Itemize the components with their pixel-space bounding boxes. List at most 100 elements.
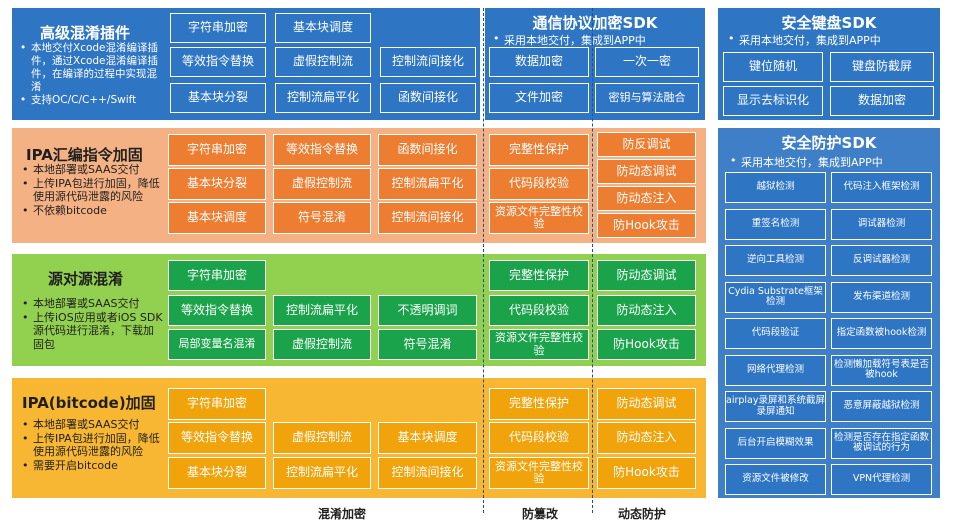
ipa-bitcode-bullets: 本地部署或SAAS交付 上传IPA包进行加固，降低使用源代码泄露的风险 需要开启…	[22, 418, 164, 472]
bullet: 本地部署或SAAS交付	[22, 418, 164, 432]
protect-sdk-cell: 检测懒加载符号表是否被hook	[831, 354, 932, 386]
protect-sdk-cell: 调试器检测	[831, 208, 932, 240]
keyboard-cell-deidentify: 显示去标识化	[723, 86, 823, 116]
orange-dyn-anti-debug: 防反调试	[597, 132, 696, 157]
orange-tamper-resource-check: 资源文件完整性校验	[489, 202, 589, 234]
green-cell-local-var: 局部变量名混淆	[168, 329, 266, 360]
comm-sdk-subtitle: 采用本地交付，集成到APP中	[493, 32, 646, 48]
green-cell-flow-flatten: 控制流扁平化	[273, 295, 371, 326]
orange-tamper-code-check: 代码段校验	[489, 168, 589, 200]
bullet: 需要开启bitcode	[22, 459, 164, 473]
blue-cell-fake-flow: 虚假控制流	[275, 47, 371, 77]
orange-dyn-anti-dyn-debug: 防动态调试	[597, 159, 696, 184]
keyboard-cell-anti-screenshot: 键盘防截屏	[830, 52, 934, 82]
gold-cell-equiv-instr: 等效指令替换	[168, 422, 266, 454]
ipa-asm-bullets: 本地部署或SAAS交付 上传IPA包进行加固，降低使用源代码泄露的风险 不依赖b…	[22, 163, 164, 217]
blue-cell-block-split: 基本块分裂	[170, 83, 266, 113]
protect-sdk-subtitle: 采用本地交付，集成到APP中	[730, 154, 883, 170]
keyboard-cell-data-encrypt: 数据加密	[830, 86, 934, 116]
orange-cell-fake-flow: 虚假控制流	[273, 168, 371, 200]
blue-cell-equiv-instr: 等效指令替换	[170, 47, 266, 77]
gold-dyn-anti-dyn-debug: 防动态调试	[597, 388, 696, 420]
divider-dynamic	[592, 8, 593, 513]
orange-cell-func-indirect: 函数间接化	[378, 134, 477, 166]
protect-sdk-cell: 后台开启模糊效果	[725, 427, 826, 459]
green-dyn-anti-dyn-debug: 防动态调试	[597, 260, 696, 291]
gold-cell-flow-flatten: 控制流扁平化	[273, 457, 371, 489]
green-tamper-resource-check: 资源文件完整性校验	[489, 329, 589, 360]
gold-dyn-anti-inject: 防动态注入	[597, 422, 696, 454]
blue-cell-block-schedule: 基本块调度	[275, 13, 371, 43]
protect-sdk-cell: 指定函数被hook检测	[831, 318, 932, 349]
gold-tamper-resource-check: 资源文件完整性校验	[489, 457, 589, 489]
protect-sdk-cell: 网络代理检测	[725, 354, 826, 386]
orange-dyn-anti-hook: 防Hook攻击	[597, 213, 696, 238]
protect-sdk-title: 安全防护SDK	[781, 134, 877, 152]
protect-sdk-cell: 重签名检测	[725, 208, 826, 240]
keyboard-sdk-subtitle: 采用本地交付，集成到APP中	[728, 32, 881, 48]
blue-cell-string-encrypt: 字符串加密	[170, 13, 266, 43]
gold-cell-string-encrypt: 字符串加密	[168, 388, 266, 420]
protect-sdk-cell: 代码段验证	[725, 318, 826, 349]
orange-cell-equiv-instr: 等效指令替换	[273, 134, 371, 166]
bullet: 上传IPA包进行加固，降低使用源代码泄露的风险	[22, 177, 164, 204]
gold-cell-fake-flow: 虚假控制流	[273, 422, 371, 454]
footer-obfuscation: 混淆加密	[318, 507, 367, 521]
protect-sdk-cell: 检测是否存在指定函数被调试的行为	[831, 427, 932, 459]
divider-tamper	[483, 8, 484, 513]
advanced-obfuscation-title: 高级混淆插件	[40, 24, 131, 42]
comm-cell-one-time-key: 一次一密	[595, 47, 699, 77]
source-obf-title: 源对源混淆	[48, 270, 124, 288]
comm-cell-file-encrypt: 文件加密	[489, 83, 589, 113]
gold-cell-block-split: 基本块分裂	[168, 457, 266, 489]
protect-sdk-cell: 越狱检测	[725, 172, 826, 203]
protect-sdk-cell: airplay录屏和系统截屏录屏通知	[725, 391, 826, 422]
green-cell-fake-flow: 虚假控制流	[273, 329, 371, 360]
comm-cell-data-encrypt: 数据加密	[489, 47, 589, 77]
bullet: 上传IPA包进行加固，降低使用源代码泄露的风险	[22, 432, 164, 459]
blue-cell-func-indirect: 函数间接化	[380, 83, 476, 113]
green-cell-opaque: 不透明调词	[378, 295, 477, 326]
protect-sdk-cell: 逆向工具检测	[725, 245, 826, 276]
gold-cell-flow-indirect: 控制流间接化	[378, 457, 477, 489]
green-cell-equiv-instr: 等效指令替换	[168, 295, 266, 326]
protect-sdk-cell: Cydia Substrate框架检测	[725, 281, 826, 313]
blue-cell-flow-flatten: 控制流扁平化	[275, 83, 371, 113]
gold-dyn-anti-hook: 防Hook攻击	[597, 457, 696, 489]
orange-dyn-anti-inject: 防动态注入	[597, 186, 696, 211]
comm-cell-key-algo: 密钥与算法融合	[595, 83, 699, 113]
green-cell-string-encrypt: 字符串加密	[168, 260, 266, 291]
protect-sdk-cell: 资源文件被修改	[725, 464, 826, 495]
green-tamper-code-check: 代码段校验	[489, 295, 589, 326]
orange-cell-block-schedule: 基本块调度	[168, 202, 266, 234]
gold-cell-block-schedule: 基本块调度	[378, 422, 477, 454]
ipa-bitcode-title: IPA(bitcode)加固	[22, 394, 156, 412]
bullet: 支持OC/C/C++/Swift	[20, 94, 162, 107]
ipa-asm-title: IPA汇编指令加固	[26, 146, 143, 164]
bullet: 本地部署或SAAS交付	[22, 163, 164, 177]
advanced-obfuscation-bullets: 本地交付Xcode混淆编译插件，通过Xcode混淆编译插件，在编译的过程中实现混…	[20, 42, 162, 107]
orange-cell-string-encrypt: 字符串加密	[168, 134, 266, 166]
orange-cell-symbol-obf: 符号混淆	[273, 202, 371, 234]
green-tamper-integrity: 完整性保护	[489, 260, 589, 291]
bullet: 上传iOS应用或者iOS SDK源代码进行混淆，下载加固包	[22, 311, 164, 352]
protect-sdk-cell: 反调试器检测	[831, 245, 932, 276]
footer-dynamic: 动态防护	[618, 507, 667, 521]
orange-tamper-integrity: 完整性保护	[489, 134, 589, 166]
keyboard-cell-random-keys: 键位随机	[723, 52, 823, 82]
green-dyn-anti-hook: 防Hook攻击	[597, 329, 696, 360]
orange-cell-flow-flatten: 控制流扁平化	[378, 168, 477, 200]
protect-sdk-cell: 代码注入框架检测	[831, 172, 932, 203]
orange-cell-block-split: 基本块分裂	[168, 168, 266, 200]
blue-cell-flow-indirect: 控制流间接化	[380, 47, 476, 77]
protect-sdk-cell: 恶意屏蔽越狱检测	[831, 391, 932, 422]
bullet: 不依赖bitcode	[22, 204, 164, 218]
source-obf-bullets: 本地部署或SAAS交付 上传iOS应用或者iOS SDK源代码进行混淆，下载加固…	[22, 297, 164, 351]
keyboard-sdk-title: 安全键盘SDK	[781, 14, 877, 32]
orange-cell-flow-indirect: 控制流间接化	[378, 202, 477, 234]
protect-sdk-cell: VPN代理检测	[831, 464, 932, 495]
green-cell-symbol-obf: 符号混淆	[378, 329, 477, 360]
gold-tamper-code-check: 代码段校验	[489, 422, 589, 454]
footer-tamper: 防篡改	[522, 507, 559, 521]
comm-sdk-title: 通信协议加密SDK	[532, 14, 658, 32]
